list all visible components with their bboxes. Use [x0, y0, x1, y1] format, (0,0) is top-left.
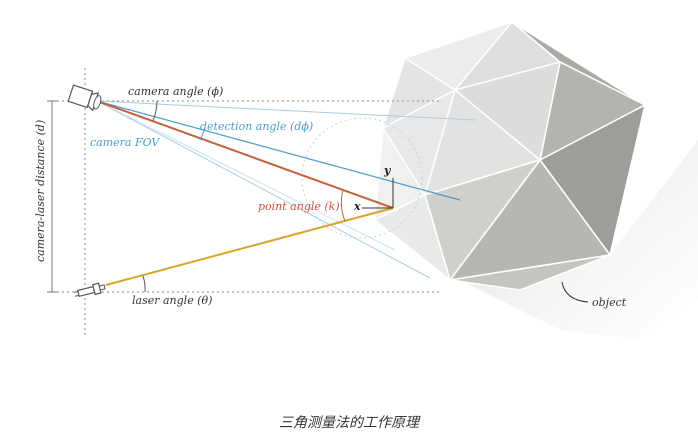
- laser-angle-label: laser angle (θ): [132, 294, 212, 307]
- camera-icon: [67, 84, 102, 112]
- camera-angle-arc: [152, 100, 158, 122]
- point-angle-arc: [340, 189, 346, 222]
- detection-angle-label: detection angle (dϕ): [200, 120, 313, 133]
- triangulation-diagram: camera angle (ϕ) detection angle (dϕ) ca…: [34, 21, 698, 340]
- camera-ray: [96, 100, 394, 209]
- y-label: y: [383, 164, 392, 177]
- detection-line: [96, 100, 461, 201]
- detection-angle-arc: [199, 127, 206, 141]
- object-pointer: [561, 281, 589, 303]
- camera-fov-label: camera FOV: [90, 136, 160, 149]
- detection-circle: [301, 117, 423, 239]
- x-label: x: [353, 200, 361, 213]
- laser-angle-arc: [142, 275, 146, 293]
- laser-ray: [105, 207, 394, 286]
- caption: 三角测量法的工作原理: [279, 415, 419, 431]
- laser-icon: [73, 282, 106, 298]
- point-angle-label: point angle (k): [258, 200, 340, 213]
- object-shape: [374, 21, 646, 291]
- fov-line-lower: [96, 100, 431, 279]
- object-shadow: [470, 140, 698, 340]
- camera-angle-label: camera angle (ϕ): [128, 85, 223, 98]
- fov-line-mid: [96, 100, 396, 251]
- fov-line-upper: [96, 100, 476, 121]
- distance-label: camera-laser distance (d): [34, 120, 47, 262]
- object-label: object: [592, 296, 627, 309]
